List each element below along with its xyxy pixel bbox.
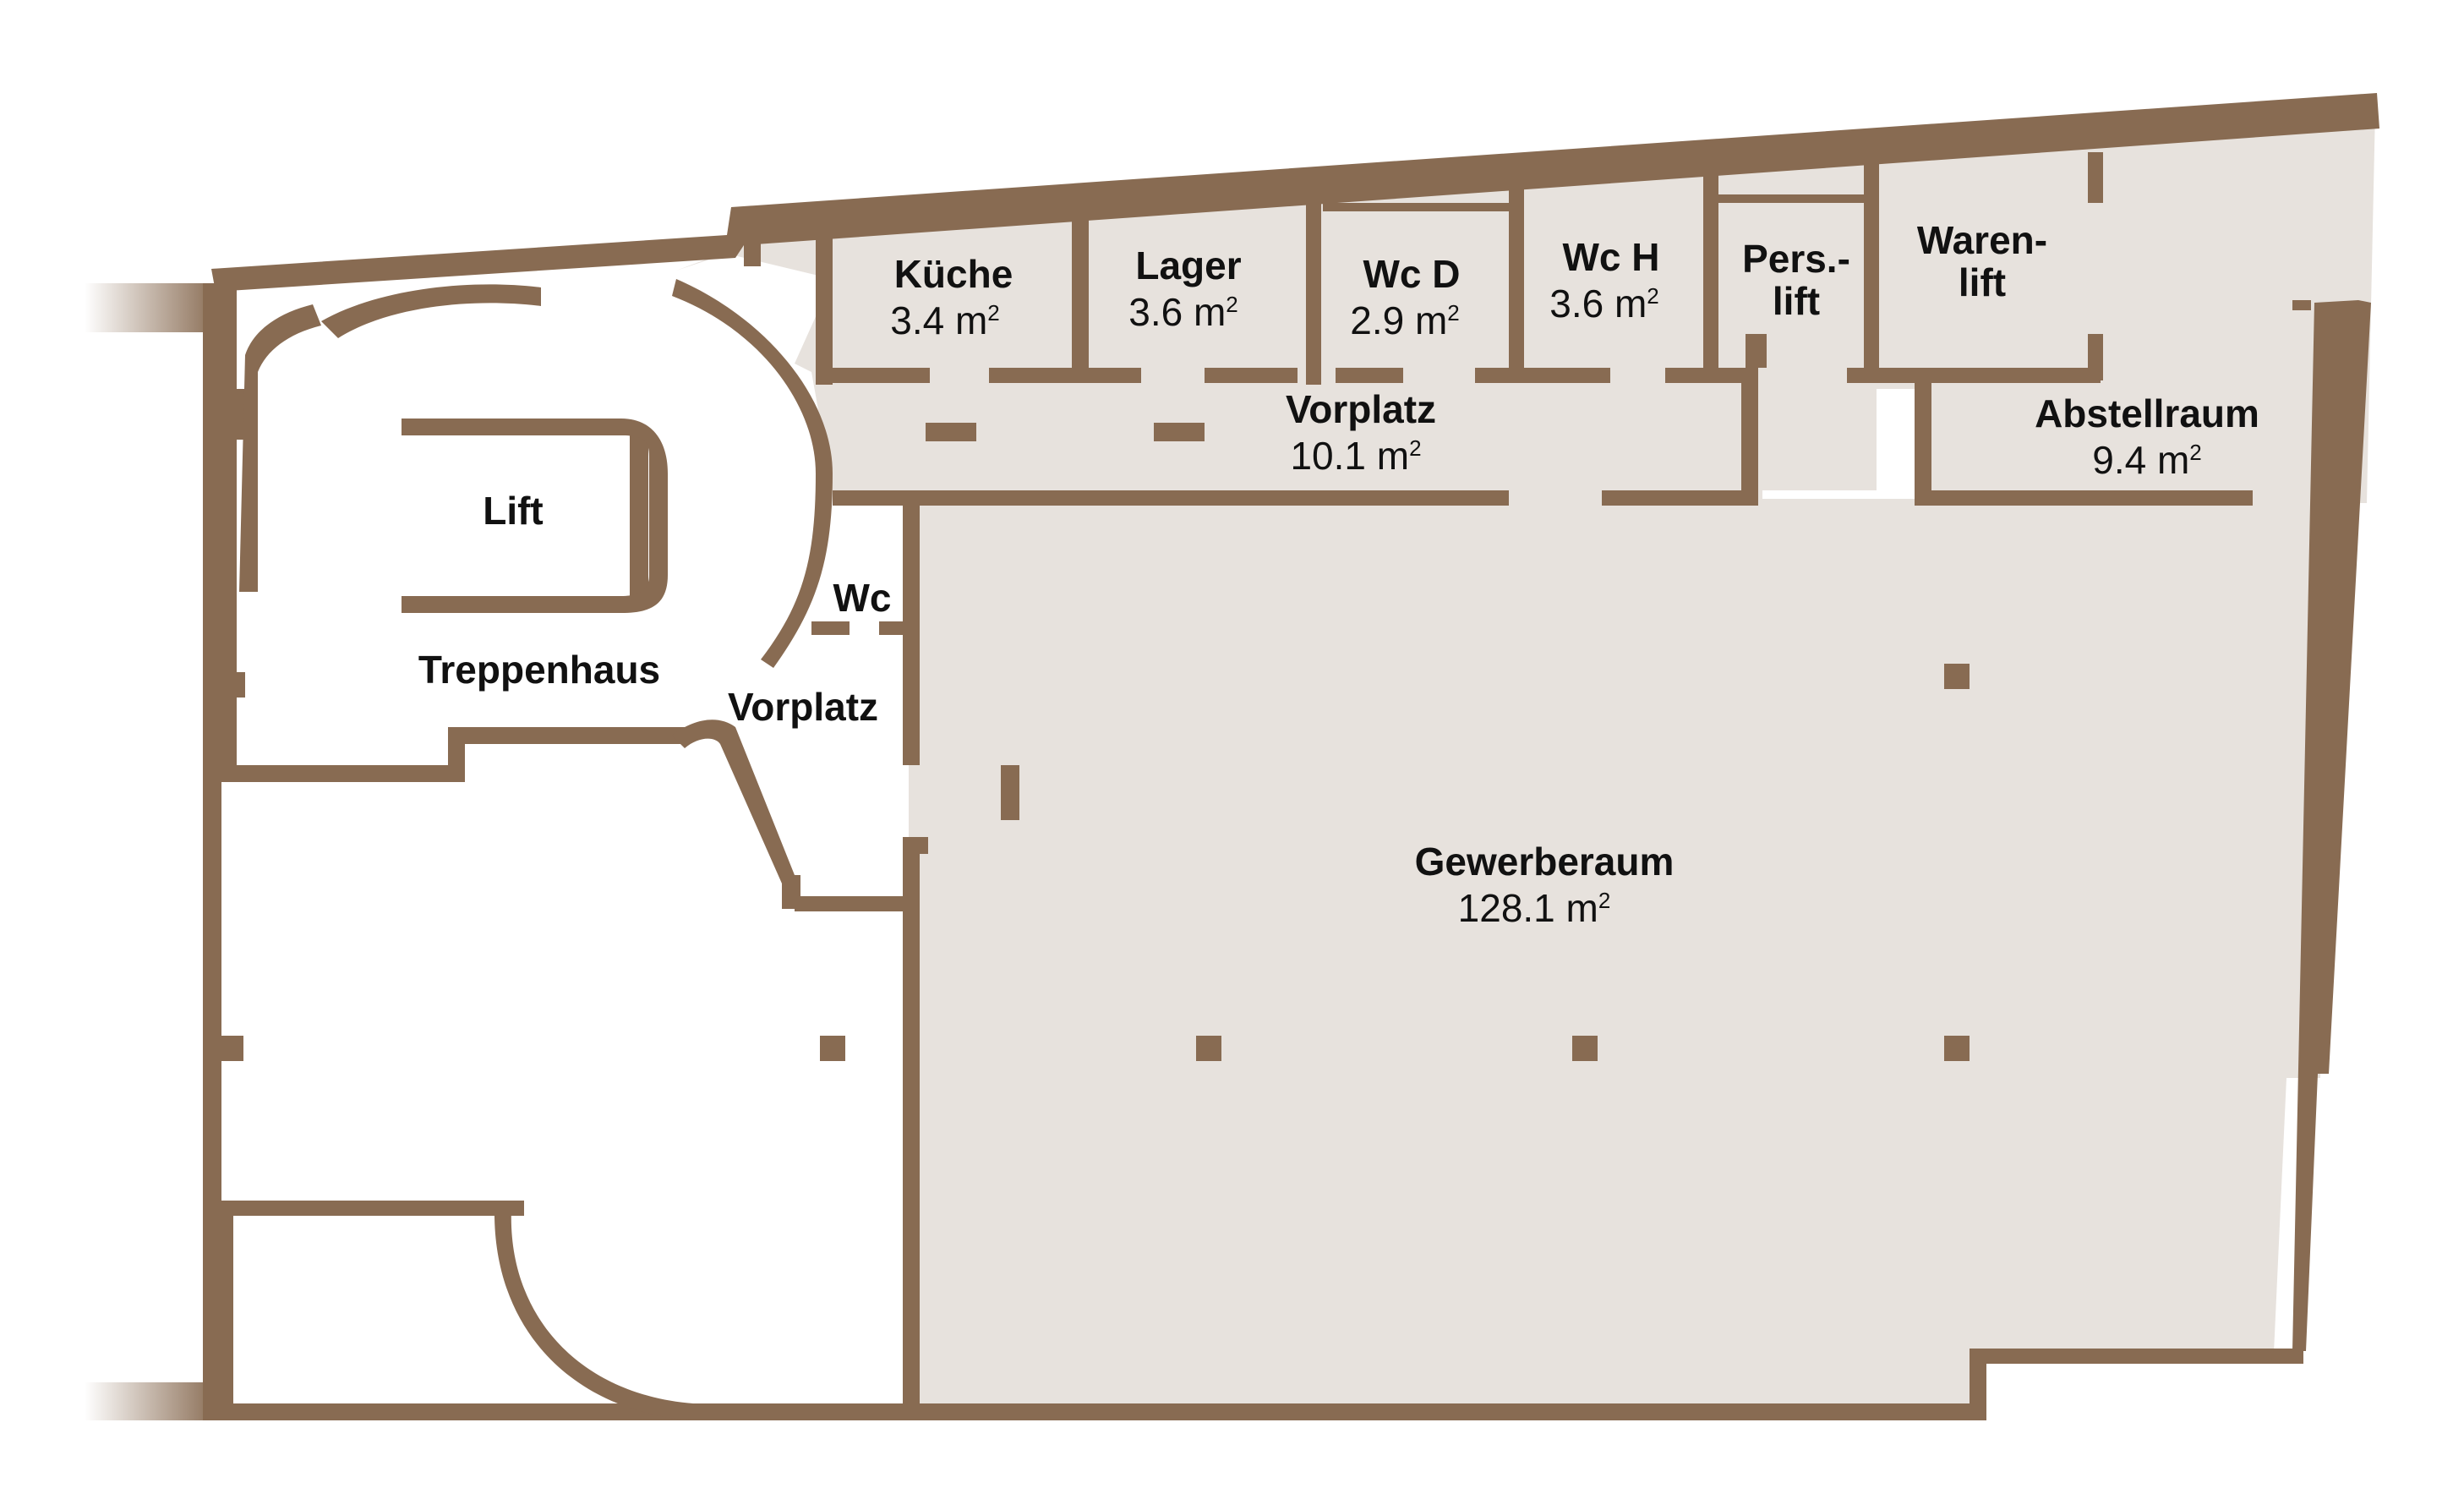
- gewerberaum-area: 128.1 m2: [1458, 886, 1611, 930]
- gewerberaum-name: Gewerberaum: [1415, 840, 1675, 884]
- warenlift-name-1: Waren-: [1917, 218, 2047, 262]
- lift-name: Lift: [483, 489, 544, 533]
- vorplatz-small-name: Vorplatz: [728, 685, 878, 729]
- abstellraum-area: 9.4 m2: [2092, 438, 2202, 482]
- lager-area: 3.6 m2: [1128, 290, 1238, 334]
- stair-curve-wall: [321, 284, 541, 338]
- gewerberaum-west-wall: [903, 503, 920, 765]
- left-fade-wall-bottom: [85, 1382, 220, 1420]
- column: [926, 423, 976, 441]
- vorplatz-south-wall: [833, 490, 1509, 506]
- column: [1196, 1036, 1221, 1061]
- column: [1001, 765, 1019, 820]
- perslift-name-2: lift: [1773, 279, 1820, 323]
- service-strip: [676, 110, 2375, 503]
- column: [1154, 423, 1205, 441]
- wcd-name: Wc D: [1363, 252, 1461, 296]
- vorplatz-top-area: 10.1 m2: [1290, 434, 1421, 478]
- kueche-name: Küche: [894, 252, 1013, 296]
- bottom-wall: [220, 1403, 1986, 1420]
- walls: [85, 93, 2379, 1420]
- lift-shaft-bottom: [402, 596, 621, 613]
- kueche-area: 3.4 m2: [890, 298, 1000, 342]
- wc-name: Wc: [833, 576, 892, 620]
- perslift-name-1: Pers.-: [1742, 237, 1850, 281]
- lift-shaft-top: [402, 419, 621, 435]
- room-labels: Küche 3.4 m2 Lager 3.6 m2 Wc D 2.9 m2 Wc…: [418, 218, 2259, 930]
- warenlift-name-2: lift: [1959, 260, 2006, 304]
- vorplatz-top-name: Vorplatz: [1286, 387, 1436, 431]
- column: [1944, 1036, 1970, 1061]
- right-exterior-wall: [2292, 300, 2371, 1351]
- column: [1944, 664, 1970, 689]
- wcd-area: 2.9 m2: [1350, 298, 1460, 342]
- room-fills: [676, 110, 2375, 1408]
- left-fade-wall-top: [85, 283, 220, 332]
- lager-name: Lager: [1135, 243, 1241, 287]
- treppenhaus-name: Treppenhaus: [418, 648, 660, 692]
- wch-name: Wc H: [1563, 235, 1660, 279]
- column: [820, 1036, 845, 1061]
- wch-area: 3.6 m2: [1549, 282, 1659, 326]
- abstellraum-name: Abstellraum: [2035, 391, 2259, 435]
- column: [1572, 1036, 1598, 1061]
